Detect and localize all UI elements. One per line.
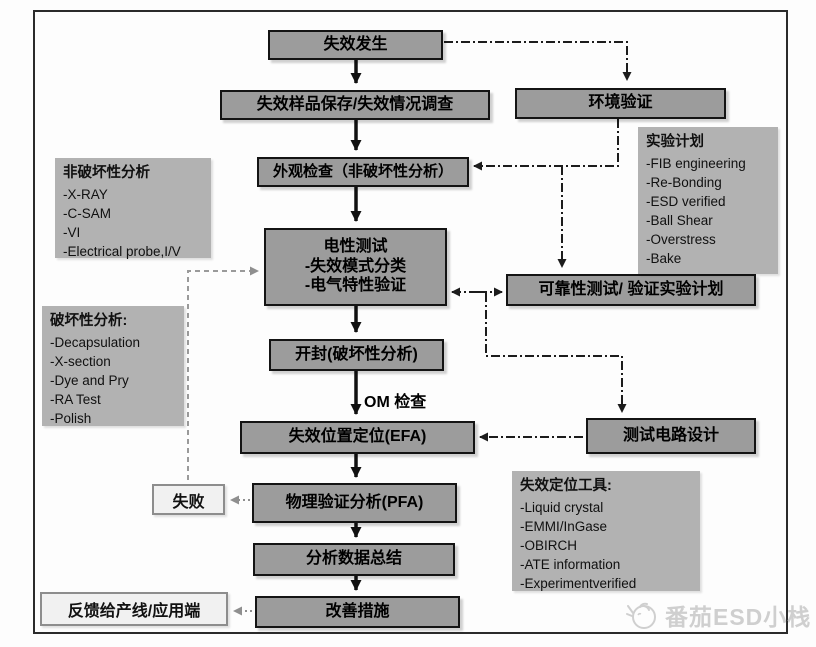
electrical-test-title: 电性测试: [323, 238, 388, 256]
tomato-icon: [626, 602, 656, 629]
info-nondestructive-analysis: 非破坏性分析 -X-RAY -C-SAM -VI -Electrical pro…: [55, 158, 211, 260]
info-item: -EMMI/InGase: [520, 518, 608, 534]
node-fail: 失败: [152, 484, 225, 515]
node-sample-preservation: 失效样品保存/失效情况调查: [220, 90, 490, 120]
info-failure-localization-tools: 失效定位工具: -Liquid crystal -EMMI/InGase -OB…: [512, 471, 700, 591]
info-item: -OBIRCH: [520, 537, 577, 553]
info-item: -Experimentverified: [520, 576, 637, 592]
om-inspection-label: OM 检查: [364, 394, 427, 411]
info-item: -Bake: [646, 251, 682, 267]
watermark-logo: 番茄ESD小栈: [625, 598, 811, 632]
info-item: -ESD verified: [646, 193, 726, 209]
node-visual-inspection: 外观检查（非破坏性分析）: [257, 157, 469, 187]
node-test-circuit-design: 测试电路设计: [586, 418, 756, 454]
info-item: -Liquid crystal: [520, 499, 604, 515]
info-item: -ATE information: [520, 557, 621, 573]
info-item: -Re-Bonding: [646, 174, 722, 190]
info-item: -Ball Shear: [646, 213, 713, 229]
info-item: -Decapsulation: [50, 334, 141, 350]
watermark-text: 番茄ESD小栈: [665, 604, 812, 630]
info-experiment-plan: 实验计划 -FIB engineering -Re-Bonding -ESD v…: [638, 127, 778, 274]
info-title: 失效定位工具:: [520, 478, 612, 494]
info-item: -RA Test: [50, 392, 101, 408]
diagram-frame: [33, 10, 788, 634]
info-item: -X-section: [50, 353, 111, 369]
node-reliability-test-plan: 可靠性测试/ 验证实验计划: [506, 274, 756, 306]
node-analysis-summary: 分析数据总结: [253, 543, 455, 576]
info-item: -Overstress: [646, 232, 716, 248]
node-failure-localization-efa: 失效位置定位(EFA): [240, 421, 475, 454]
electrical-test-item1: -失效模式分类: [304, 257, 407, 275]
info-title: 实验计划: [646, 134, 704, 150]
node-physical-verification-pfa: 物理验证分析(PFA): [252, 483, 457, 523]
info-destructive-analysis: 破坏性分析: -Decapsulation -X-section -Dye an…: [42, 306, 184, 426]
info-item: -Dye and Pry: [50, 372, 129, 388]
info-item: -X-RAY: [63, 186, 108, 202]
info-item: -Electrical probe,I/V: [63, 244, 181, 260]
info-item: -Polish: [50, 411, 92, 427]
node-electrical-test: 电性测试 -失效模式分类 -电气特性验证: [264, 228, 447, 306]
info-item: -FIB engineering: [646, 155, 746, 171]
info-item: -VI: [63, 224, 81, 240]
node-improvement-measures: 改善措施: [255, 596, 460, 628]
info-title: 非破坏性分析: [63, 165, 150, 181]
info-title: 破坏性分析:: [50, 313, 128, 329]
info-item: -C-SAM: [63, 205, 111, 221]
node-decapsulation: 开封(破坏性分析): [269, 339, 444, 371]
node-environment-verification: 环境验证: [515, 88, 726, 119]
node-failure-occurs: 失效发生: [268, 30, 443, 60]
node-feedback-production: 反馈给产线/应用端: [40, 592, 228, 626]
electrical-test-item2: -电气特性验证: [304, 277, 407, 295]
